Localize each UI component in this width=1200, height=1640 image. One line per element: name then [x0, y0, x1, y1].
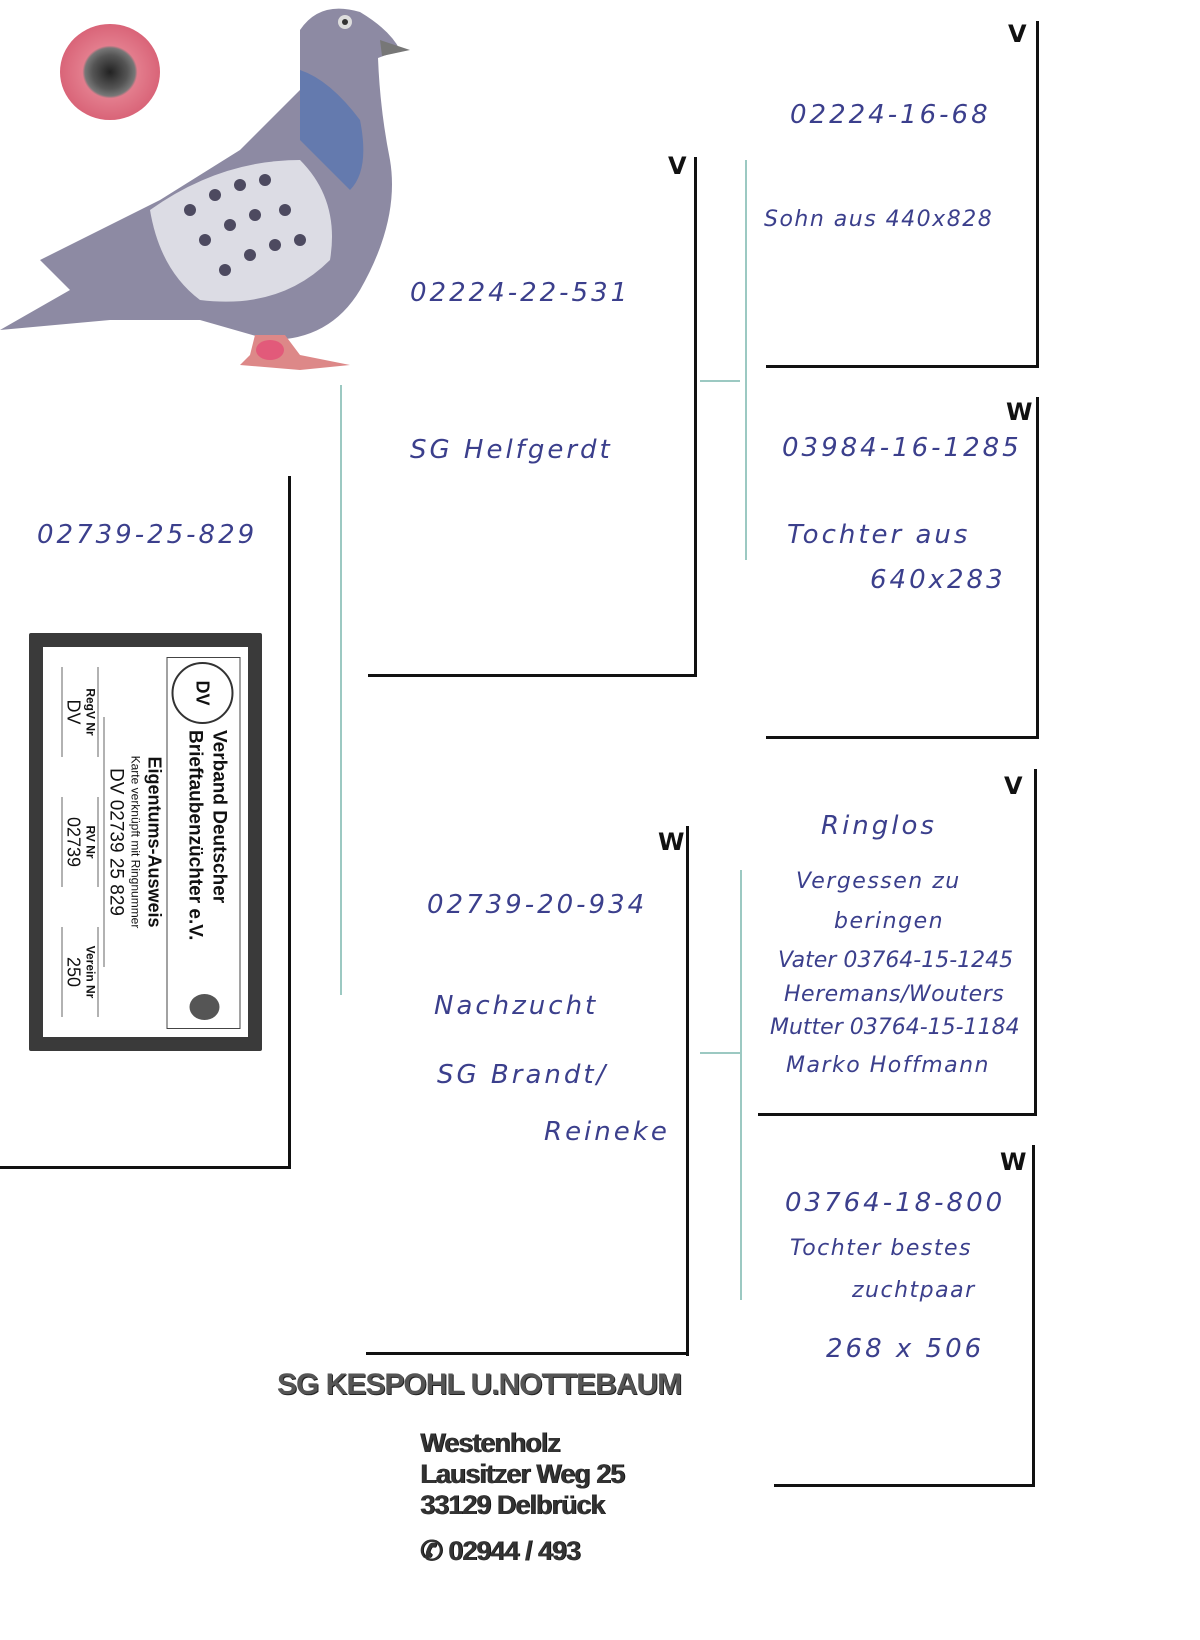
connector-line — [740, 870, 742, 1300]
ownership-card: DV Verband Deutscher Brieftaubenzüchter … — [29, 633, 262, 1051]
main-bracket-line — [288, 476, 291, 1168]
granddam-maternal-ring: 03764-18-800 — [785, 1188, 1006, 1218]
pigeon-illustration — [0, 8, 410, 370]
main-bracket-bottom — [0, 1166, 291, 1169]
bracket-line — [1036, 21, 1039, 368]
org-name-2: Brieftaubenzüchter e.V. — [184, 730, 205, 941]
connector-line — [700, 380, 740, 382]
grandsire-paternal-note: Sohn aus 440x828 — [764, 207, 994, 232]
eye-closeup — [60, 24, 160, 120]
breeder-name: SG KESPOHL U.NOTTEBAUM — [277, 1368, 682, 1401]
main-bird-ring: 02739-25-829 — [37, 520, 258, 550]
sire-bracket-line — [694, 157, 697, 677]
card-title: Eigentums-Ausweis — [144, 756, 164, 928]
card-header: DV Verband Deutscher Brieftaubenzüchter … — [166, 657, 240, 1029]
dam-sex: W — [658, 828, 685, 856]
grandsire-maternal-sex: V — [1004, 772, 1023, 800]
field-value: DV — [61, 667, 83, 757]
breeder-phone: ✆ 02944 / 493 — [420, 1536, 581, 1567]
bracket-line — [1032, 1145, 1035, 1487]
sire-note: SG Helfgerdt — [410, 435, 613, 465]
grandsire-maternal-note: Mutter 03764-15-1184 — [770, 1015, 1020, 1040]
dam-note: Reineke — [544, 1117, 670, 1147]
field-value: 250 — [61, 927, 83, 1017]
field-value: 02739 — [61, 797, 83, 887]
breeder-address-line: Lausitzer Weg 25 — [420, 1459, 625, 1489]
granddam-maternal-note: 268 x 506 — [826, 1334, 985, 1364]
connector-line — [700, 1052, 740, 1054]
dam-bracket-line — [686, 826, 689, 1356]
dv-logo: DV — [171, 662, 233, 724]
grandsire-maternal-note: Heremans/Wouters — [784, 982, 1005, 1007]
grandsire-maternal-note: Vergessen zu — [796, 869, 961, 894]
card-ring-number: DV 02739 25 829 — [103, 717, 126, 967]
dam-bracket-bottom — [366, 1352, 689, 1355]
grandsire-maternal-note: Marko Hoffmann — [786, 1053, 990, 1078]
grandsire-maternal-note: Vater 03764-15-1245 — [778, 948, 1014, 973]
pigeon-body — [0, 8, 410, 370]
granddam-maternal-note: Tochter bestes — [790, 1236, 973, 1261]
granddam-paternal-ring: 03984-16-1285 — [782, 433, 1022, 463]
phone-icon: ✆ — [420, 1536, 449, 1566]
pigeon-emblem-icon — [189, 994, 219, 1020]
grandsire-paternal-ring: 02224-16-68 — [790, 100, 991, 130]
dam-note: Nachzucht — [434, 991, 599, 1021]
phone-number: 02944 / 493 — [448, 1536, 581, 1566]
bracket-line — [1036, 397, 1039, 739]
card-field-regv: RegV Nr DV — [61, 667, 98, 757]
grandsire-maternal-note: beringen — [834, 909, 945, 934]
card-field-rv: RV Nr 02739 — [61, 797, 98, 887]
dam-note: SG Brandt/ — [437, 1060, 609, 1090]
grandsire-paternal-sex: V — [1008, 20, 1027, 48]
bracket-bottom — [766, 365, 1039, 368]
granddam-paternal-note: Tochter aus — [787, 520, 971, 550]
card-subtitle: Karte verknüpft mit Ringnummer — [128, 755, 142, 929]
bracket-bottom — [766, 736, 1039, 739]
connector-line — [340, 385, 342, 995]
breeder-address-line: Westenholz — [420, 1428, 561, 1458]
field-label: Verein Nr — [83, 927, 98, 1017]
breeder-address-line: 33129 Delbrück — [420, 1490, 605, 1520]
granddam-maternal-note: zuchtpaar — [852, 1278, 976, 1303]
org-name-1: Verband Deutscher — [208, 730, 229, 904]
bracket-bottom — [758, 1113, 1037, 1116]
card-field-verein: Verein Nr 250 — [61, 927, 98, 1017]
granddam-paternal-note: 640x283 — [870, 565, 1006, 595]
granddam-paternal-sex: W — [1006, 398, 1033, 426]
bracket-line — [1034, 769, 1037, 1116]
connector-line — [745, 160, 747, 560]
sire-ring: 02224-22-531 — [410, 278, 631, 308]
dam-ring: 02739-20-934 — [427, 890, 648, 920]
sire-bracket-bottom — [368, 674, 697, 677]
field-label: RV Nr — [83, 797, 98, 887]
field-label: RegV Nr — [83, 667, 98, 757]
sire-sex: V — [668, 152, 687, 180]
bracket-bottom — [774, 1484, 1035, 1487]
grandsire-maternal-ring: Ringlos — [821, 811, 937, 841]
granddam-maternal-sex: W — [1000, 1148, 1027, 1176]
